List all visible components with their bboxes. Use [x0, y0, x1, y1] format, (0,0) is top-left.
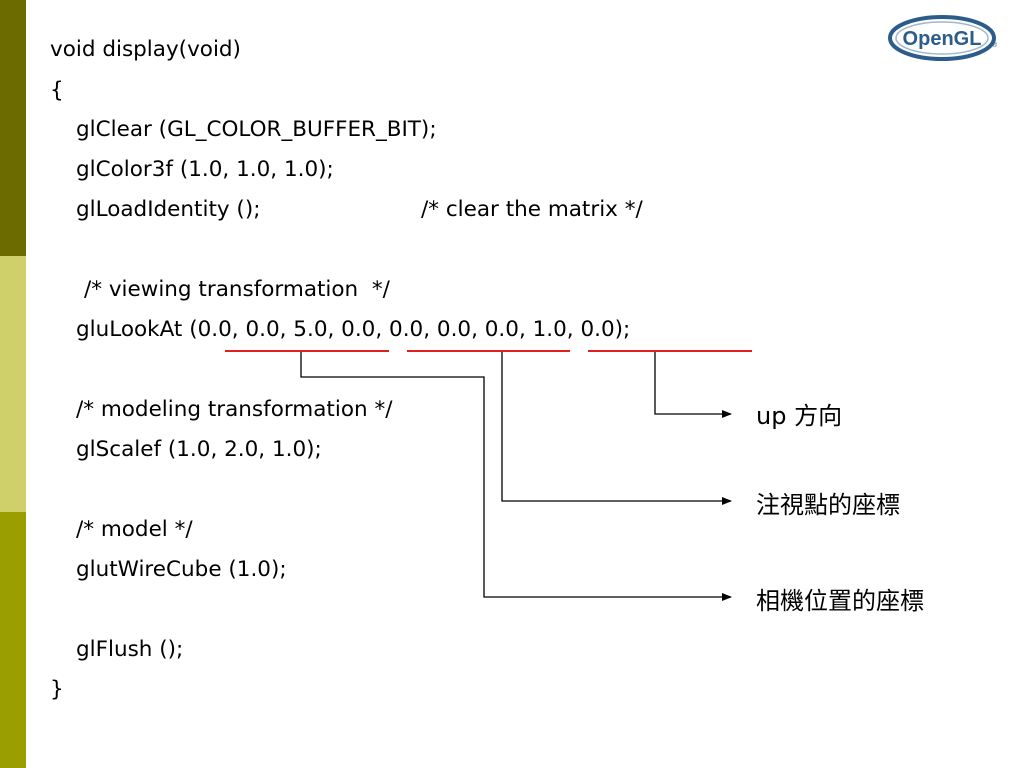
code-line-glscalef: glScalef (1.0, 2.0, 1.0);: [76, 437, 322, 462]
code-line-glutwirecube: glutWireCube (1.0);: [76, 557, 287, 582]
code-line-glcolor3f: glColor3f (1.0, 1.0, 1.0);: [76, 157, 334, 182]
annotation-center-coordinates: 注視點的座標: [756, 491, 900, 519]
sidebar-segment-top: [0, 0, 26, 256]
code-comment-model: /* model */: [76, 517, 193, 542]
code-line-glflush: glFlush ();: [76, 637, 184, 662]
connector-up-arrow: [654, 352, 732, 418]
code-comment-modeling-transformation: /* modeling transformation */: [76, 397, 393, 422]
sidebar-segment-middle: [0, 256, 26, 512]
opengl-logo: OpenGL ®: [888, 15, 998, 61]
logo-registered-mark: ®: [992, 41, 998, 49]
code-line-open-brace: {: [50, 78, 64, 103]
sidebar-decoration: [0, 0, 26, 768]
sidebar-segment-bottom: [0, 512, 26, 768]
code-line-function-signature: void display(void): [50, 37, 241, 62]
code-comment-viewing-transformation: /* viewing transformation */: [84, 277, 390, 302]
code-line-glloadidentity: glLoadIdentity ();: [76, 197, 261, 222]
code-line-glclear: glClear (GL_COLOR_BUFFER_BIT);: [76, 117, 437, 142]
code-line-close-brace: }: [50, 677, 64, 702]
connector-center-arrow: [501, 352, 732, 505]
annotation-up-direction: up 方向: [756, 402, 843, 430]
annotation-eye-coordinates: 相機位置的座標: [756, 587, 924, 615]
connector-eye-arrow: [300, 352, 732, 601]
code-comment-clear-matrix: /* clear the matrix */: [421, 197, 643, 222]
code-line-glulookat: gluLookAt (0.0, 0.0, 5.0, 0.0, 0.0, 0.0,…: [76, 317, 631, 342]
logo-text: OpenGL: [903, 28, 982, 50]
